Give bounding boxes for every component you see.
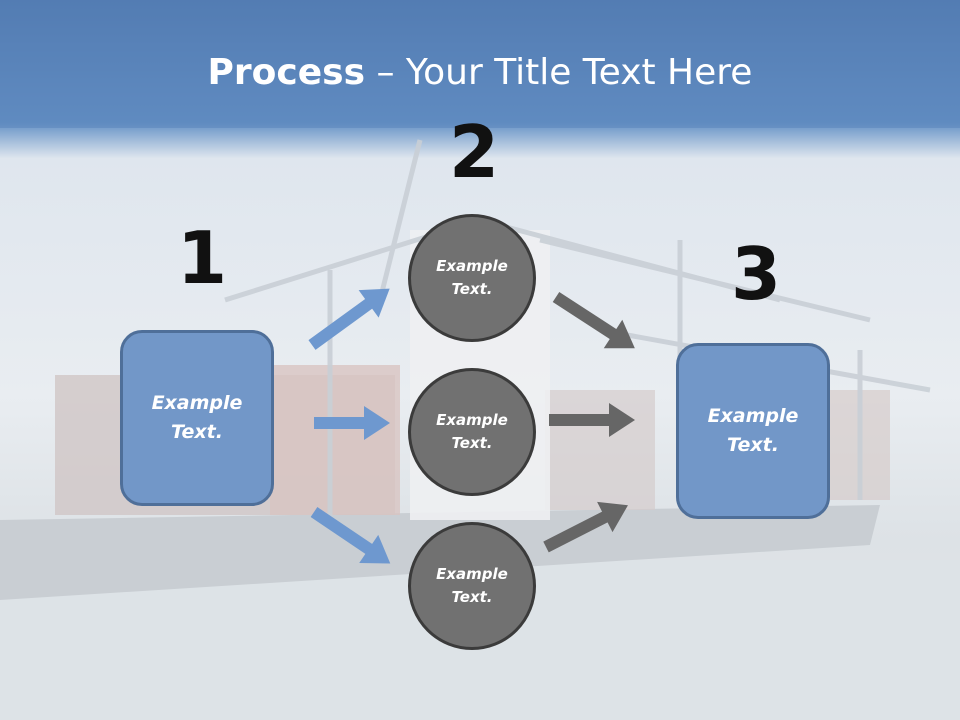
arrow-from-circle-1	[552, 291, 635, 349]
left-step-box[interactable]: Example Text.	[120, 330, 274, 506]
step-number-3: 3	[731, 232, 782, 316]
circle-1-line1: Example	[436, 257, 508, 275]
step-number-2: 2	[449, 110, 500, 194]
right-box-line2: Text.	[727, 434, 779, 456]
circle-1-line2: Text.	[451, 280, 493, 298]
right-step-box[interactable]: Example Text.	[676, 343, 830, 519]
arrow-to-circle-2	[314, 406, 390, 440]
left-box-line2: Text.	[171, 421, 223, 443]
right-box-line1: Example	[707, 405, 799, 427]
step-circle-1[interactable]: Example Text.	[408, 214, 536, 342]
step-circle-3[interactable]: Example Text.	[408, 522, 536, 650]
arrow-from-circle-2	[549, 403, 635, 437]
title-bold: Process	[207, 52, 366, 93]
step-number-1: 1	[177, 216, 228, 300]
circle-3-line2: Text.	[451, 588, 493, 606]
arrow-from-circle-3	[543, 501, 628, 553]
slide-title: Process – Your Title Text Here	[0, 52, 960, 93]
step-circle-2[interactable]: Example Text.	[408, 368, 536, 496]
left-box-line1: Example	[151, 392, 243, 414]
arrow-to-circle-1	[308, 288, 390, 350]
circle-2-line2: Text.	[451, 434, 493, 452]
arrow-to-circle-3	[310, 507, 391, 564]
title-rest: – Your Title Text Here	[365, 52, 753, 93]
circle-2-line1: Example	[436, 411, 508, 429]
circle-3-line1: Example	[436, 565, 508, 583]
